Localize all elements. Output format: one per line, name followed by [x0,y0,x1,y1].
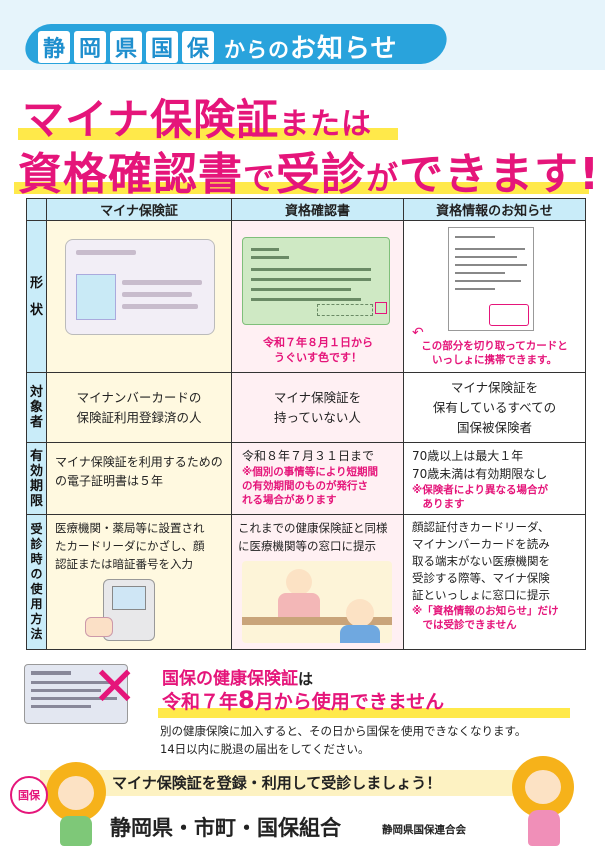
validity-shikaku-note: ※個別の事情等により短期間 の有効期間のものが発行さ れる場合があります [242,466,378,506]
organization-name: 静岡県・市町・国保組合 [110,816,341,840]
validity-shikaku-date: 令和８年７月３１日まで [242,449,375,463]
mascot-face-right [525,770,561,804]
header-kanji-2: 岡 [74,30,106,63]
myna-card-illustration [65,239,215,335]
shikaku-card-illustration [242,237,390,325]
usage-shikaku-text: これまでの健康保険証と同様 に医療機関等の窓口に提示 [238,521,388,553]
shape-oshirase-cell: ↶ この部分を切り取ってカードと いっしょに携帯できます。 [404,221,585,373]
title-jushin: 受診 [276,149,367,200]
campaign-text: マイナ保険証を登録・利用して受診しましょう！ [112,774,442,792]
notice-unusable: 月から使用できません [254,691,445,713]
header-suffix-small: からの [224,38,290,62]
organization-federation: 静岡県国保連合会 [382,824,466,836]
usage-shikaku-cell: これまでの健康保険証と同様 に医療機関等の窓口に提示 [232,515,404,649]
header-kanji-1: 静 [38,30,70,63]
header-title: 静 岡 県 国 保 からのお知らせ [38,28,397,65]
arrow-icon: ↶ [412,325,424,341]
campaign-band [40,770,565,796]
title-mataha: または [279,107,373,142]
title-de: で [243,159,277,197]
row-label-usage: 受診時の使用方法 [27,515,47,649]
notice-underline [158,708,570,718]
mascot-face-left [58,776,94,810]
shape-shikaku-cell: 令和７年８月１日から うぐいす色です！ [232,221,404,373]
card-reader-illustration [103,579,155,641]
header-suffix-big: お知らせ [290,34,398,64]
oshirase-cut-note: この部分を切り取ってカードと いっしょに携帯できます。 [421,340,568,366]
notice-reiwa: 令和７年 [162,691,239,713]
reception-illustration [242,561,392,643]
oshirase-document-illustration [448,227,534,331]
title-line-1: マイナ保険証または [22,86,372,147]
target-mynumber: マイナンバーカードの 保険証利用登録済の人 [47,373,232,443]
title-dekimasu: できます!! [399,149,605,200]
header-kanji-5: 保 [182,30,214,63]
mascot-body-right [528,810,560,846]
validity-mynumber: マイナ保険証を利用するための の電子証明書は５年 [47,443,232,515]
usage-oshirase-text: 顔認証付きカードリーダ、 マイナンバーカードを読み 取る端末がない医療機関を 受… [412,520,550,602]
header-band: 静 岡 県 国 保 からのお知らせ [0,0,605,70]
notice-paragraph: 別の健康保険に加入すると、その日から国保を使用できなくなります。 14日以内に脱… [160,724,527,756]
column-header-shikaku: 資格確認書 [232,199,404,221]
header-kanji-4: 国 [146,30,178,63]
row-label-validity: 有効期限 [27,443,47,515]
notice-wa: は [298,670,314,688]
column-header-oshirase: 資格情報のお知らせ [404,199,585,221]
usage-mynumber-text: 医療機関・薬局等に設置され たカードリーダにかざし、顔 認証または暗証番号を入力 [55,521,205,571]
validity-oshirase-note: ※保険者により異なる場合が あります [412,484,548,510]
notice-line-2: 令和７年8月から使用できません [162,686,444,714]
validity-shikaku-cell: 令和８年７月３１日まで ※個別の事情等により短期間 の有効期間のものが発行さ れ… [232,443,404,515]
target-oshirase: マイナ保険証を 保有しているすべての 国保被保険者 [404,373,585,443]
title-underline-2 [14,182,589,194]
usage-oshirase-note: ※「資格情報のお知らせ」だけ では受診できません [412,605,559,631]
notice-line-1: 国保の健康保険証は [162,664,313,689]
kokuho-badge: 国保 [10,776,48,814]
title-underline-1 [18,128,398,140]
header-suffix: からのお知らせ [224,28,397,65]
mascot-body-left [60,816,92,846]
shape-mynumber-cell [47,221,232,373]
validity-oshirase-cell: 70歳以上は最大１年 70歳未満は有効期限なし ※保険者により異なる場合が あり… [404,443,585,515]
usage-mynumber-cell: 医療機関・薬局等に設置され たカードリーダにかざし、顔 認証または暗証番号を入力 [47,515,232,649]
title-mynahoken: マイナ保険証 [22,95,280,144]
notice-month: 8 [238,686,255,714]
comparison-table: マイナ保険証 資格確認書 資格情報のお知らせ 形状 令和７年８月１日から うぐい… [26,198,586,650]
hand-illustration [85,617,113,637]
header-kanji-3: 県 [110,30,142,63]
target-shikaku: マイナ保険証を 持っていない人 [232,373,404,443]
title-ga: が [366,159,400,197]
notice-kokuho: 国保の健康保険証 [162,669,298,689]
row-label-target: 対象者 [27,373,47,443]
column-header-mynumber: マイナ保険証 [47,199,232,221]
old-insurance-card-illustration [24,664,128,724]
row-label-shape: 形状 [27,221,47,373]
shikaku-color-note: 令和７年８月１日から うぐいす色です！ [263,336,373,364]
title-line-2: 資格確認書で受診ができます!! [18,138,605,202]
cross-mark-icon: ✕ [92,655,138,718]
card-photo [76,274,116,320]
table-corner [27,199,47,221]
usage-oshirase-cell: 顔認証付きカードリーダ、 マイナンバーカードを読み 取る端末がない医療機関を 受… [404,515,585,649]
validity-oshirase-main: 70歳以上は最大１年 70歳未満は有効期限なし [412,449,548,481]
title-shikaku: 資格確認書 [18,149,243,200]
